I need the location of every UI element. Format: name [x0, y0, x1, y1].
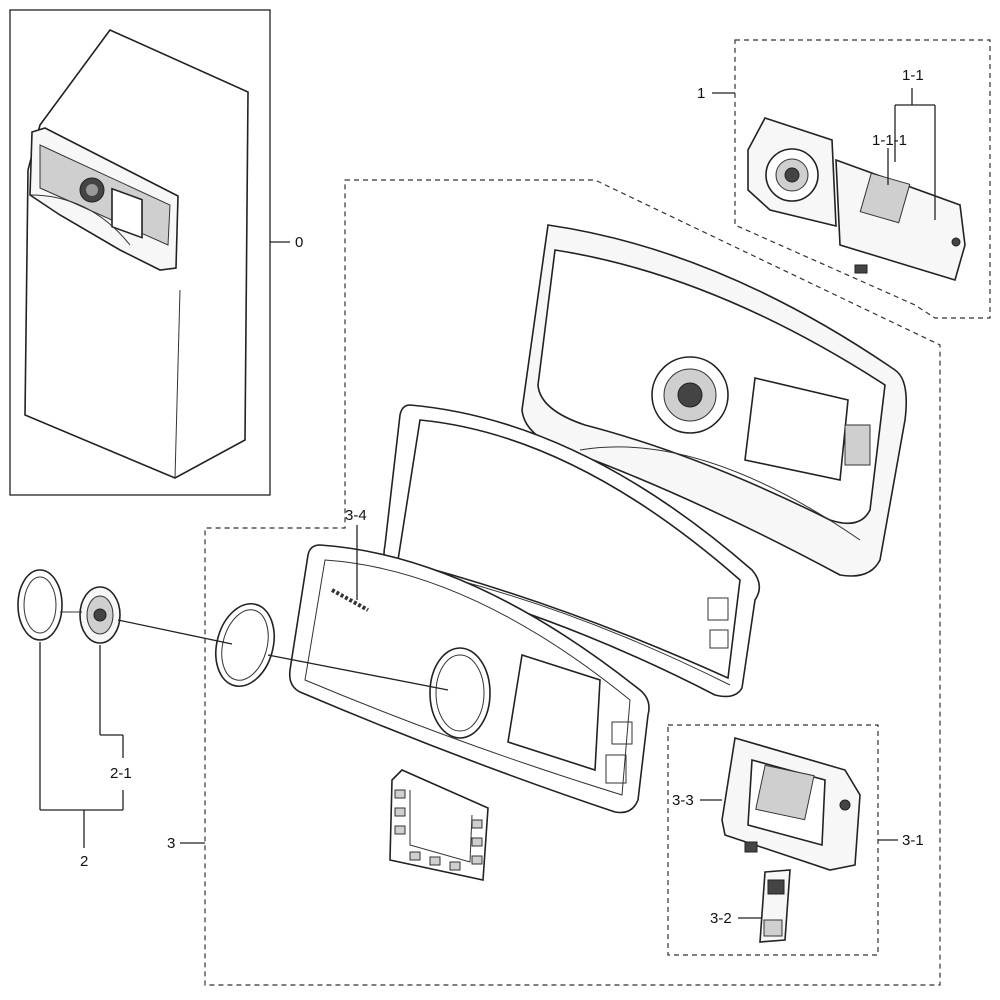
label-1: 1	[697, 85, 705, 102]
knob-dial	[79, 586, 121, 644]
label-2: 2	[80, 853, 88, 870]
label-3: 3	[167, 835, 175, 852]
label-3-1: 3-1	[902, 832, 924, 849]
label-1-1: 1-1	[902, 67, 924, 84]
label-3-3: 3-3	[672, 792, 694, 809]
window-gasket-frame	[383, 404, 761, 698]
label-3-4: 3-4	[345, 507, 367, 524]
label-0: 0	[295, 234, 303, 251]
connector-part	[759, 869, 791, 943]
label-3-2: 3-2	[710, 910, 732, 927]
control-panel-frame	[521, 224, 908, 577]
group-3-dashed-box	[204, 179, 941, 986]
main-pcb-assembly	[747, 117, 966, 282]
display-pcb	[721, 736, 861, 871]
decorative-panel	[288, 544, 650, 814]
knob-ring	[17, 569, 63, 641]
assembly-overview-box	[9, 9, 271, 496]
label-1-1-1: 1-1-1	[872, 132, 907, 149]
group-1-dashed-box	[734, 39, 991, 319]
touch-key-sheet	[389, 769, 489, 881]
label-2-1: 2-1	[110, 765, 132, 782]
dial-ring	[215, 602, 275, 688]
